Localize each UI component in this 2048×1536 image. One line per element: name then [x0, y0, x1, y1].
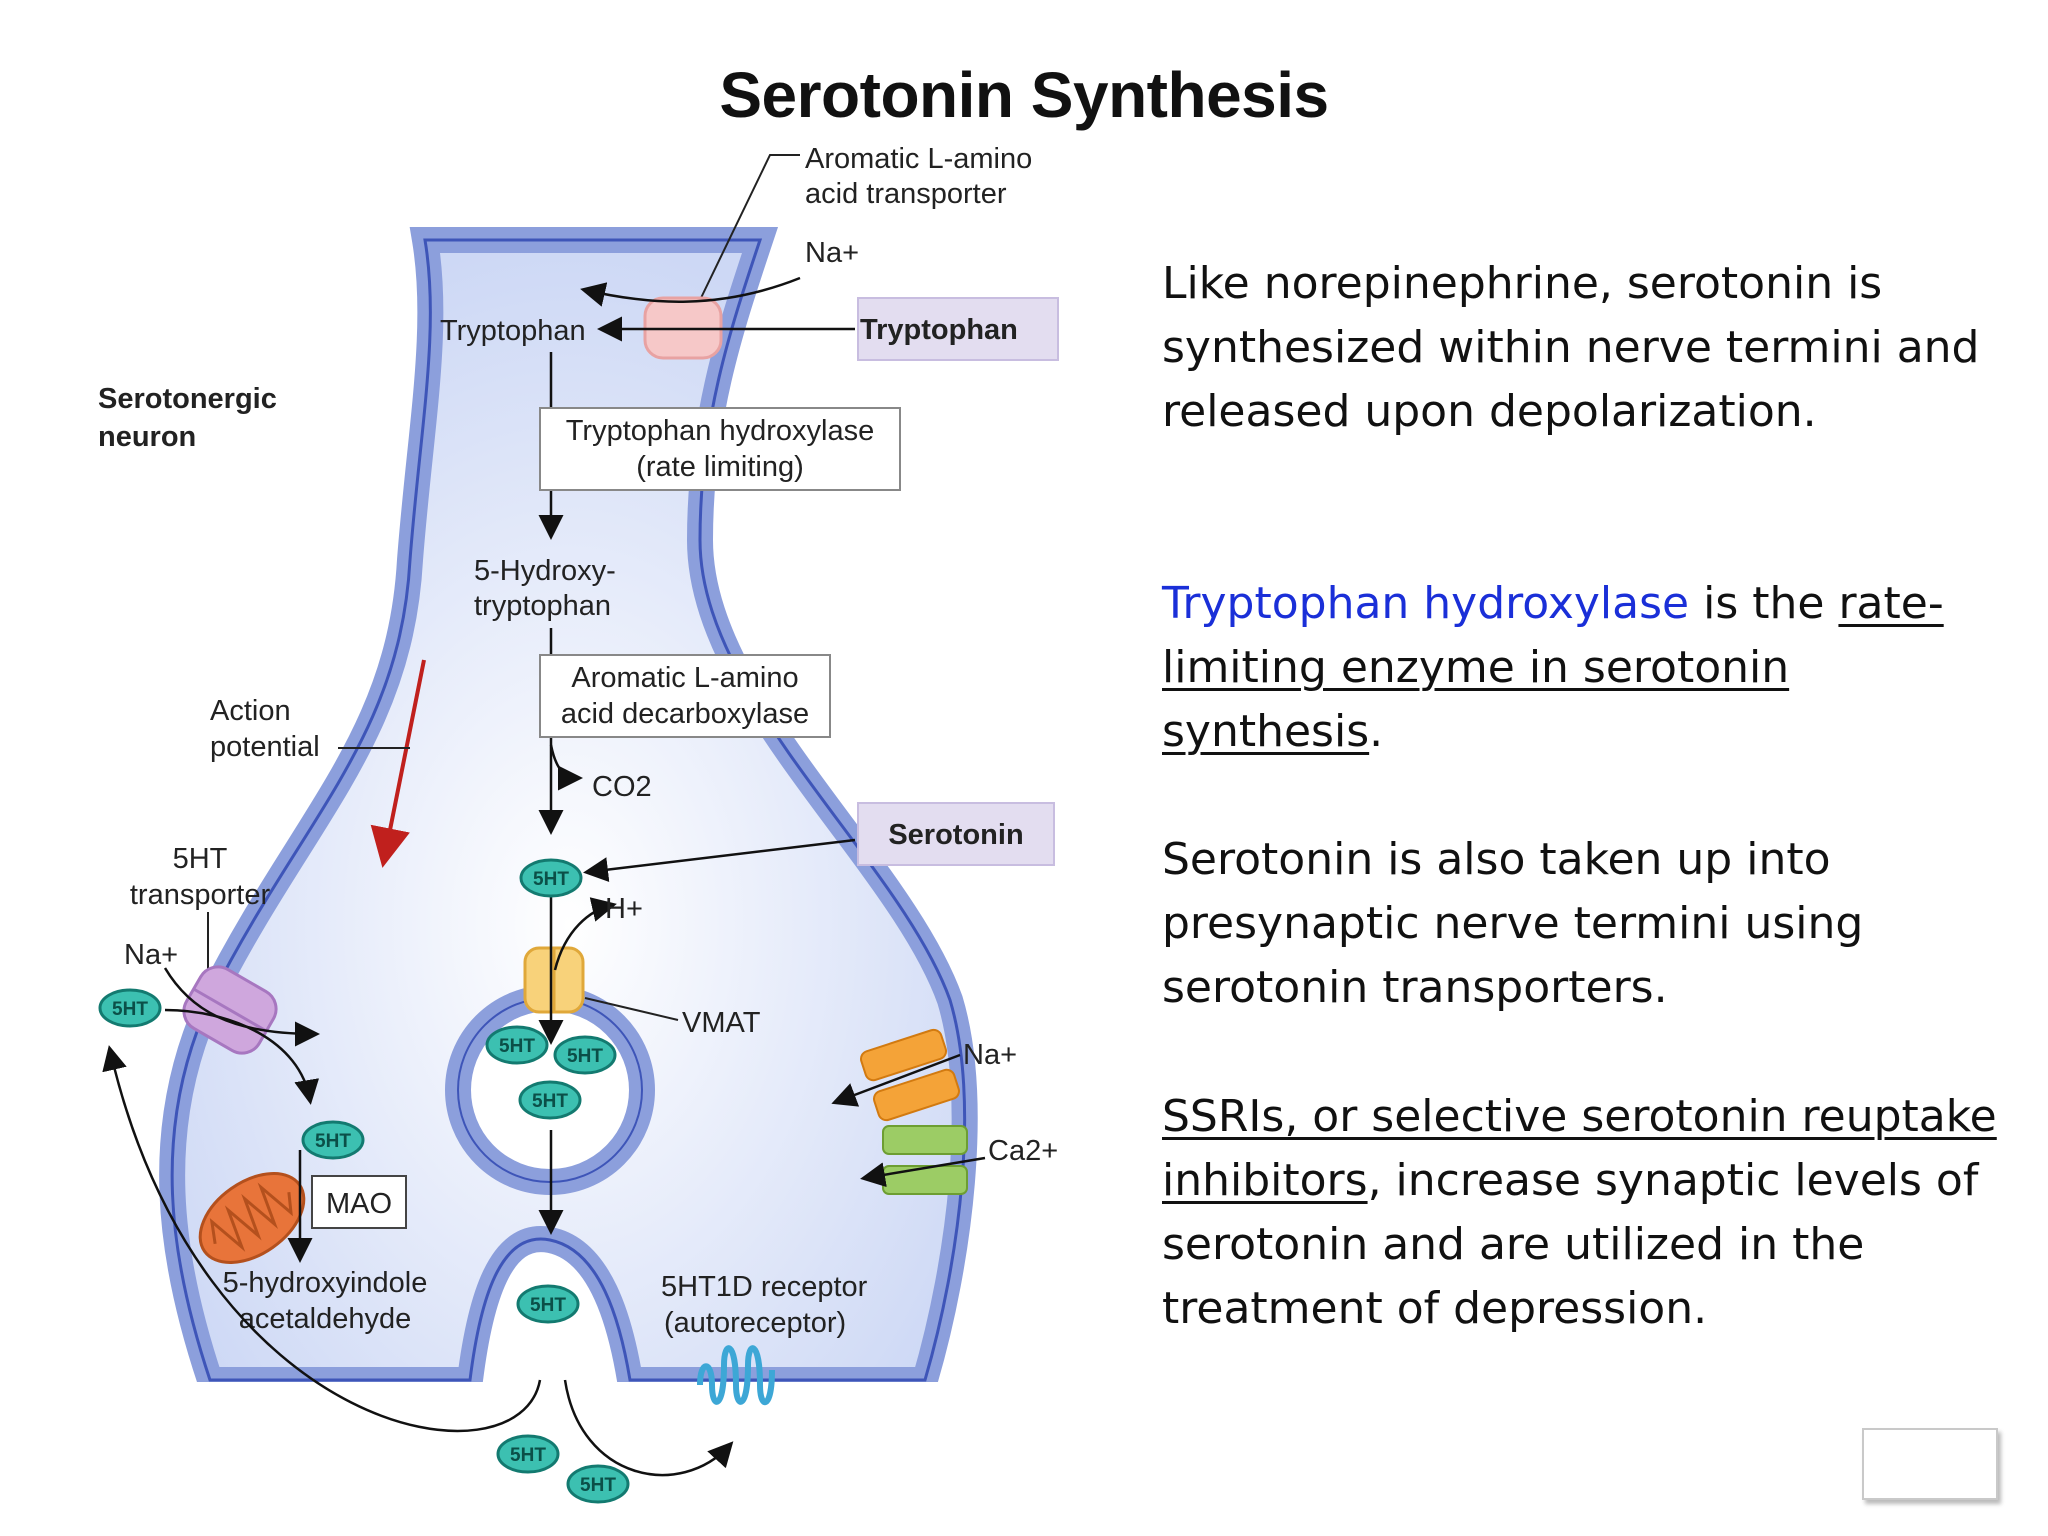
5ht-molecule: 5HT	[301, 1120, 365, 1160]
mitochondrion-shape	[198, 1172, 306, 1264]
na-right-label: Na+	[963, 1039, 1017, 1071]
5ht-molecule: 5HT	[485, 1025, 549, 1065]
tryptophan-inside: Tryptophan	[440, 315, 586, 347]
ca-right-label: Ca2+	[988, 1135, 1058, 1167]
na-channel-shape	[860, 1028, 960, 1122]
svg-text:5HT: 5HT	[580, 1475, 616, 1496]
5ht-transporter-1: 5HT	[173, 843, 228, 875]
paragraph-uptake: Serotonin is also taken up into presynap…	[1162, 834, 1864, 1013]
5ht-molecule: 5HT	[519, 858, 583, 898]
paragraph-ssri: SSRIs, or selective serotonin reuptake i…	[1162, 1091, 1997, 1334]
svg-text:5HT: 5HT	[532, 1091, 568, 1112]
ca-channel-shape	[882, 1125, 968, 1195]
co2-label: CO2	[592, 771, 652, 803]
enzyme2-line1: Aromatic L-amino	[571, 662, 798, 694]
svg-text:5HT: 5HT	[530, 1295, 566, 1316]
enzyme1-line2: (rate limiting)	[636, 451, 804, 483]
neuron-label-2: neuron	[98, 421, 196, 453]
5ht-transporter-2: transporter	[130, 879, 271, 911]
corner-box	[1862, 1428, 1998, 1500]
5ht-transporter-shape	[182, 965, 278, 1055]
5ht-molecules: 5HT 5HT 5HT 5HT 5HT 5HT 5HT 5HT 5HT	[98, 858, 630, 1504]
5ht-molecule: 5HT	[98, 988, 162, 1028]
ssri-underlined: SSRIs, or selective serotonin reuptake i…	[1162, 1091, 1997, 1206]
5ht-molecule: 5HT	[496, 1434, 560, 1474]
na-left-label: Na+	[124, 939, 178, 971]
slide-title: Serotonin Synthesis	[719, 59, 1329, 131]
autoreceptor-shape	[697, 1345, 775, 1406]
action-potential-1: Action	[210, 695, 291, 727]
acetaldehyde-1: 5-hydroxyindole	[223, 1267, 428, 1299]
svg-text:5HT: 5HT	[567, 1046, 603, 1067]
svg-text:5HT: 5HT	[499, 1036, 535, 1057]
enzyme2-line2: acid decarboxylase	[561, 698, 809, 730]
aa-transporter-label-1: Aromatic L-amino	[805, 143, 1032, 175]
5ht-molecule: 5HT	[516, 1284, 580, 1324]
tryptophan-hydroxylase-link: Tryptophan hydroxylase	[1162, 578, 1690, 629]
receptor-label-2: (autoreceptor)	[664, 1307, 846, 1339]
paragraph-rate-limiting: Tryptophan hydroxylase is the rate-limit…	[1162, 578, 1944, 757]
aa-transporter-label-2: acid transporter	[805, 178, 1007, 210]
action-potential-2: potential	[210, 731, 320, 763]
svg-text:5HT: 5HT	[510, 1445, 546, 1466]
5ht-molecule: 5HT	[518, 1080, 582, 1120]
tryptophan-box: Tryptophan	[860, 314, 1018, 346]
rate-limiting-underlined: rate-limiting enzyme in serotonin synthe…	[1162, 578, 1944, 757]
receptor-label-1: 5HT1D receptor	[661, 1271, 868, 1303]
vmat-label: VMAT	[682, 1007, 761, 1039]
h-plus-label: H+	[605, 893, 643, 925]
svg-text:5HT: 5HT	[112, 999, 148, 1020]
mao-label: MAO	[326, 1188, 392, 1220]
acetaldehyde-2: acetaldehyde	[239, 1303, 412, 1335]
hydroxy-line1: 5-Hydroxy-	[474, 555, 616, 587]
paragraph-synthesis: Like norepinephrine, serotonin is synthe…	[1162, 258, 1980, 437]
vmat-shape	[523, 946, 585, 1014]
5ht-molecule: 5HT	[553, 1035, 617, 1075]
hydroxy-line2: tryptophan	[474, 590, 611, 622]
svg-text:5HT: 5HT	[315, 1131, 351, 1152]
5ht-molecule: 5HT	[566, 1464, 630, 1504]
serotonin-box: Serotonin	[888, 819, 1023, 851]
svg-text:5HT: 5HT	[533, 869, 569, 890]
enzyme1-line1: Tryptophan hydroxylase	[566, 415, 874, 447]
serotonin-synapse-diagram: Serotonergic neuron Aromatic L-amino aci…	[98, 143, 1059, 1504]
na-top-label: Na+	[805, 237, 859, 269]
neuron-label-1: Serotonergic	[98, 383, 277, 415]
